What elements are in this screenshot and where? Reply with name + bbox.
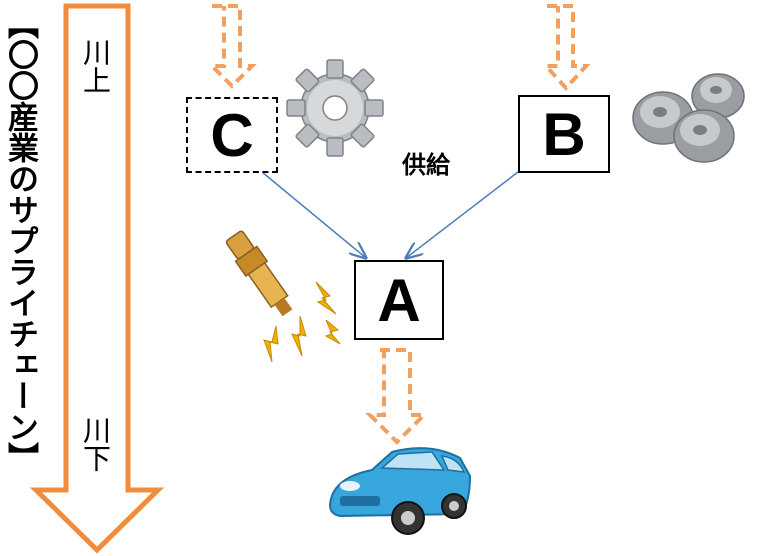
flow-a-to-car [365, 348, 429, 445]
gears-icon [632, 73, 745, 163]
supply-label: 供給 [402, 151, 450, 179]
gear-icon [286, 59, 384, 157]
downstream-label: 川下 [79, 416, 112, 472]
connector-c-to-a [261, 171, 366, 258]
supply-chain-flow-arrow [29, 3, 165, 554]
connector-b-to-a [406, 171, 519, 258]
node-c-label: C [210, 101, 254, 169]
node-b-label: B [542, 100, 586, 168]
node-a: A [354, 260, 444, 340]
node-a-label: A [377, 266, 421, 334]
flow-into-c [207, 4, 257, 89]
flow-into-b [541, 4, 591, 91]
node-c: C [186, 97, 278, 173]
node-b: B [518, 95, 610, 173]
diagram-title: 【〇〇産業のサプライチェーン】 [2, 8, 38, 473]
spark-plug-icon [225, 230, 341, 363]
car-icon [328, 447, 472, 535]
upstream-label: 川上 [79, 38, 112, 94]
